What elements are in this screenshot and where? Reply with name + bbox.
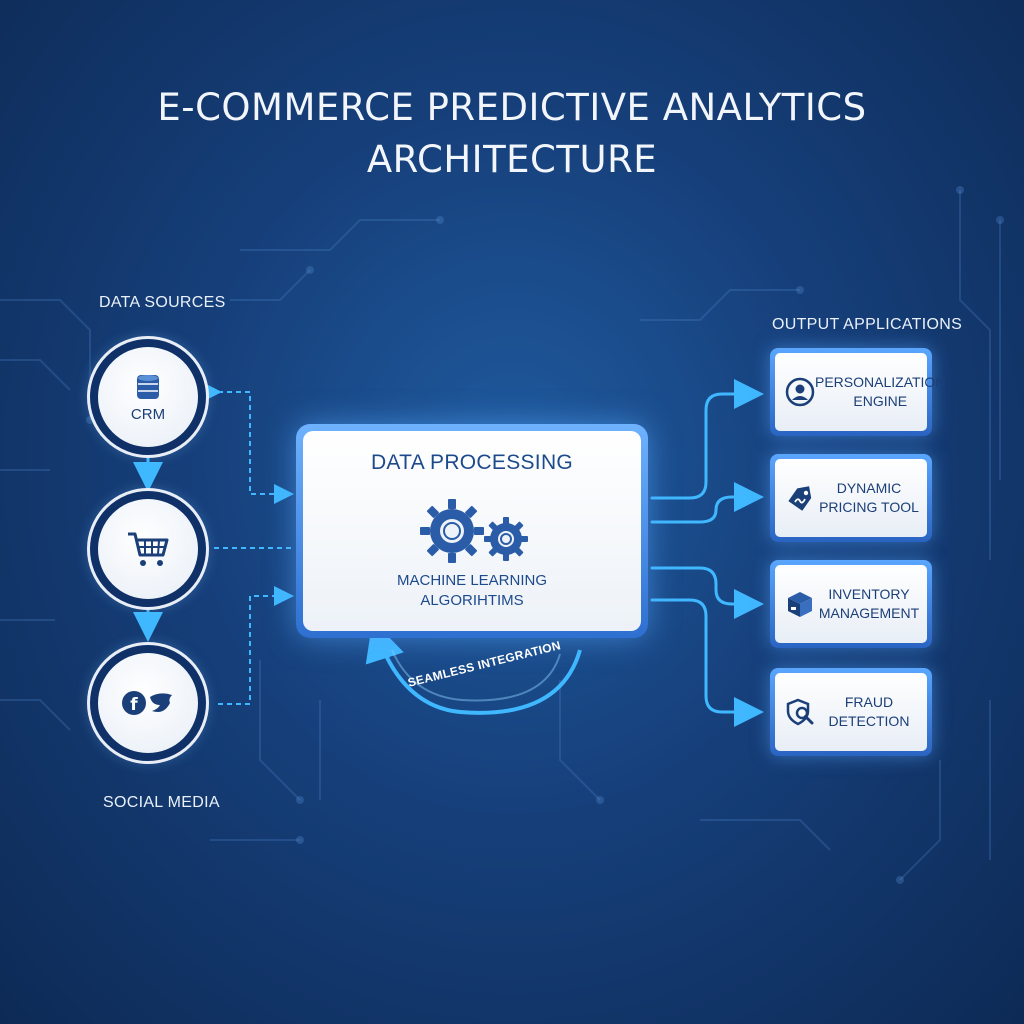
source-node-crm[interactable]: CRM xyxy=(87,336,209,458)
svg-text:f: f xyxy=(130,695,138,715)
social-media-icon: f xyxy=(122,691,172,715)
data-sources-heading: DATA SOURCES xyxy=(99,294,226,311)
source-node-ecommerce[interactable] xyxy=(87,488,209,610)
link-crm-processing xyxy=(202,382,294,504)
database-icon xyxy=(137,374,159,399)
output-pricing-line-2: PRICING TOOL xyxy=(819,499,919,515)
link-processing-fraud xyxy=(650,598,764,727)
price-tag-icon xyxy=(788,486,812,511)
processing-subtitle-line-2: ALGORIHTIMS xyxy=(420,592,524,610)
box-icon xyxy=(788,592,812,617)
output-inventory-line-2: MANAGEMENT xyxy=(818,605,920,621)
output-card-personalization[interactable]: PERSONALIZATION ENGINE xyxy=(770,348,945,436)
output-card-inventory[interactable]: INVENTORY MANAGEMENT xyxy=(770,560,932,648)
output-inventory-line-1: INVENTORY xyxy=(828,586,910,603)
seamless-integration-arrow xyxy=(365,620,582,715)
link-processing-personalization xyxy=(650,379,764,500)
page-title-line-1: E-COMMERCE PREDICTIVE ANALYTICS xyxy=(157,86,867,129)
output-personalization-line-1: PERSONALIZATION xyxy=(815,374,946,391)
link-processing-inventory xyxy=(650,566,764,619)
user-icon xyxy=(785,377,815,407)
link-social-processing xyxy=(218,586,294,705)
output-applications-heading: OUTPUT APPLICATIONS xyxy=(772,316,963,333)
output-fraud-line-2: DETECTION xyxy=(828,713,910,729)
output-personalization-line-2: ENGINE xyxy=(853,393,908,409)
output-fraud-line-1: FRAUD xyxy=(844,694,894,711)
gears-icon xyxy=(420,499,528,563)
output-card-pricing[interactable]: DYNAMIC PRICING TOOL xyxy=(770,454,932,542)
processing-title: DATA PROCESSING xyxy=(370,451,574,474)
page-title-line-2: ARCHITECTURE xyxy=(366,138,658,181)
source-label-crm: CRM xyxy=(130,405,166,423)
output-card-fraud[interactable]: FRAUD DETECTION xyxy=(770,668,932,756)
processing-subtitle: MACHINE LEARNING ALGORIHTIMS xyxy=(303,571,641,612)
social-media-label: SOCIAL MEDIA xyxy=(103,794,220,811)
output-pricing-line-1: DYNAMIC xyxy=(836,480,902,497)
link-processing-pricing xyxy=(650,482,764,524)
processing-subtitle-line-1: MACHINE LEARNING xyxy=(396,572,548,589)
source-node-social[interactable]: f xyxy=(87,642,209,764)
shield-search-icon xyxy=(786,698,814,726)
data-processing-block[interactable]: DATA PROCESSING xyxy=(296,424,648,638)
shopping-cart-icon xyxy=(128,532,169,566)
